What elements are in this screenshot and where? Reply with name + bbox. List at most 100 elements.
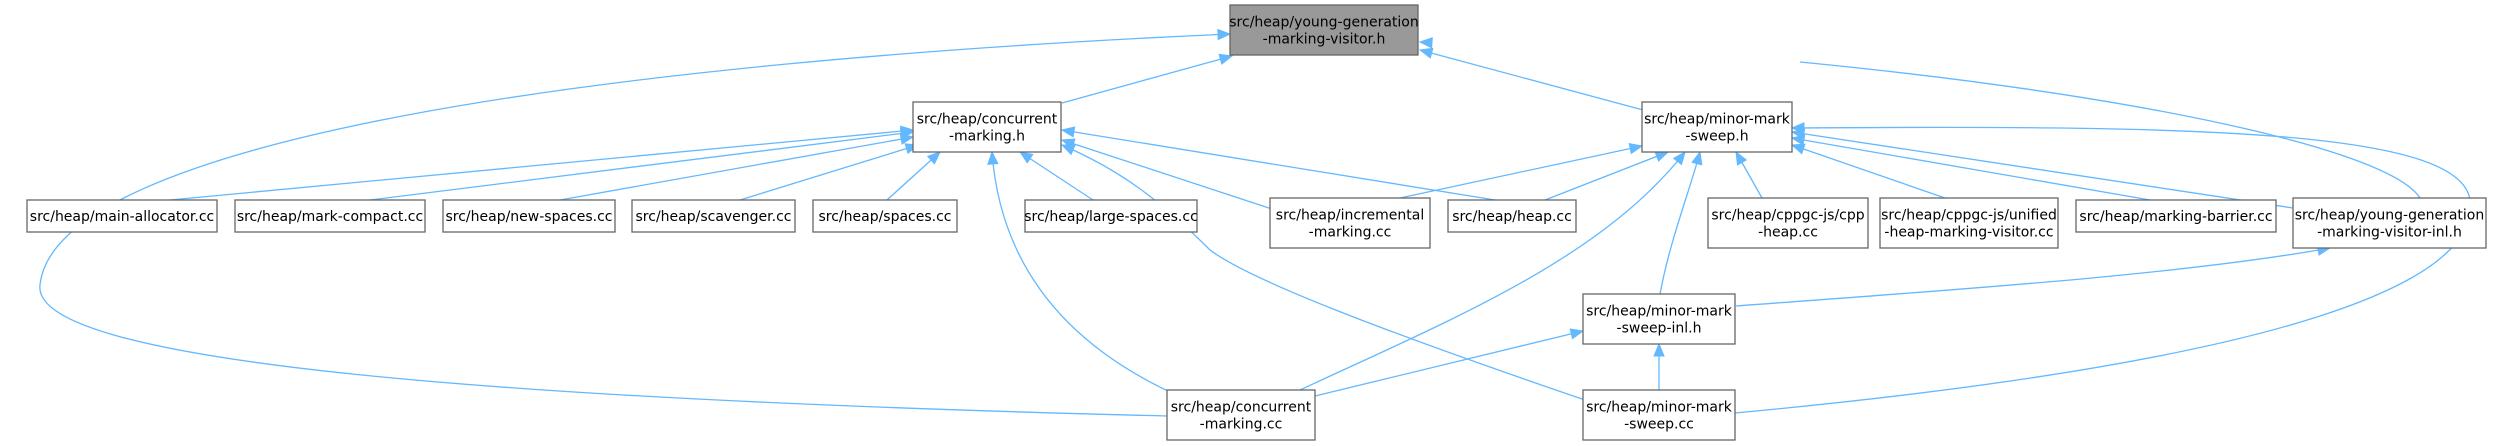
node-large-spaces[interactable]: src/heap/large-spaces.cc [1024,199,1198,233]
node-concurrent-cc[interactable]: src/heap/concurrent-marking.cc [1166,389,1316,441]
node-minor-inl[interactable]: src/heap/minor-mark-sweep-inl.h [1582,293,1736,345]
edge-arrowhead [1418,37,1433,49]
nodes-layer: src/heap/young-generation-marking-visito… [26,4,2487,441]
node-cpp-heap[interactable]: src/heap/cppgc-js/cpp-heap.cc [1707,197,1869,249]
node-box [1229,4,1419,56]
edge-line [991,151,1171,393]
edge-line [1799,61,2421,199]
node-box[interactable] [1582,389,1736,441]
node-label: src/heap/minor-mark [1644,112,1791,128]
edge-arrowhead [1790,143,1806,155]
node-minor-cc[interactable]: src/heap/minor-mark-sweep.cc [1582,389,1736,441]
node-box[interactable] [2292,197,2487,249]
edge-ygmv_inl-to-minor_h [1790,128,2294,209]
node-label: src/heap/large-spaces.cc [1024,209,1198,225]
node-heap-cc[interactable]: src/heap/heap.cc [1447,199,1577,233]
node-box[interactable] [912,101,1062,153]
edge-line [1314,330,1584,397]
node-minor-h[interactable]: src/heap/minor-mark-sweep.h [1641,101,1793,153]
edge-arrowhead [987,150,999,165]
edge-arrowhead [1735,150,1748,166]
node-label: -marking.cc [1200,417,1283,433]
edge-line [1061,144,1586,401]
node-label: -heap.cc [1758,225,1818,241]
edge-marking_barrier-to-minor_h [1790,134,2151,201]
edge-line [1791,144,1946,199]
node-box[interactable] [1447,199,1577,233]
edge-line [1061,139,1276,211]
edge-heap_cc-to-minor_h [1544,151,1670,201]
node-box[interactable] [812,199,958,233]
node-label: src/heap/main-allocator.cc [30,209,214,225]
node-label: src/heap/young-generation [2295,208,2485,224]
node-main-alloc[interactable]: src/heap/main-allocator.cc [26,199,218,233]
node-label: -marking-visitor-inl.h [2317,225,2462,241]
edge-minor_inl-to-ygmv_inl [1735,244,2332,307]
edge-line [369,131,914,201]
edge-concurrent_cc-to-root [39,28,1232,417]
edge-line [1791,131,2294,209]
node-mark-compact[interactable]: src/heap/mark-compact.cc [234,199,426,233]
node-scavenger[interactable]: src/heap/scavenger.cc [631,199,796,233]
edge-concurrent_cc-to-minor_inl [1314,328,1585,397]
edge-line [1299,151,1686,391]
edge-arrowhead [1018,151,1034,164]
edge-line [559,136,914,201]
node-box[interactable] [1641,101,1793,153]
node-label: src/heap/incremental [1276,208,1424,224]
edge-minor_h-to-root [1418,47,1644,111]
node-ygmv-inl[interactable]: src/heap/young-generation-marking-visito… [2292,197,2487,249]
edge-arrowhead [1569,328,1585,340]
edge-incremental-to-minor_h [1399,143,1644,199]
node-box[interactable] [442,199,616,233]
edge-line [1544,151,1669,201]
node-box[interactable] [1582,293,1736,345]
edge-main_alloc-to-concurrent_h [169,125,915,201]
edge-arrowhead [1790,122,1805,134]
node-unified[interactable]: src/heap/cppgc-js/unified-heap-marking-v… [1879,197,2059,249]
node-box[interactable] [1879,197,2059,249]
node-box[interactable] [1166,389,1316,441]
edge-line [1659,151,1701,295]
node-incremental[interactable]: src/heap/incremental-marking.cc [1269,197,1431,249]
node-label: src/heap/mark-compact.cc [237,209,423,225]
node-box[interactable] [26,199,218,233]
node-label: src/heap/minor-mark [1586,400,1733,416]
node-marking-barrier[interactable]: src/heap/marking-barrier.cc [2075,199,2277,233]
node-new-spaces[interactable]: src/heap/new-spaces.cc [442,199,616,233]
edge-line [1019,151,1094,201]
node-label: -marking.h [949,129,1025,145]
edge-large_spaces-to-concurrent_h [1018,151,1094,201]
node-label: src/heap/marking-barrier.cc [2079,209,2272,225]
edge-cpp_heap-to-minor_h [1735,150,1763,199]
edge-line [1734,126,2472,414]
node-label: src/heap/concurrent [917,112,1058,128]
node-box[interactable] [1269,197,1431,249]
edge-arrowhead [1653,342,1665,357]
edge-line [1061,55,1233,104]
edge-arrowhead [1628,143,1644,155]
node-label: src/heap/scavenger.cc [636,209,792,225]
edge-spaces-to-concurrent_h [886,151,941,201]
node-box[interactable] [234,199,426,233]
node-label: -sweep.cc [1624,417,1694,433]
edge-arrowhead [899,133,915,145]
edge-line [1791,137,2151,201]
edge-arrowhead [926,151,941,165]
edge-arrowhead [1654,151,1670,162]
node-concurrent-h[interactable]: src/heap/concurrent-marking.h [912,101,1062,153]
node-spaces[interactable]: src/heap/spaces.cc [812,199,958,233]
node-box[interactable] [1707,197,1869,249]
node-label: src/heap/young-generation [1229,15,1419,31]
edge-arrowhead [1672,150,1686,166]
node-label: -marking-visitor.h [1263,32,1386,48]
node-box[interactable] [631,199,796,233]
node-box[interactable] [1024,199,1198,233]
edge-minor_cc-to-minor_h [1734,122,2472,414]
edge-line [1399,145,1643,199]
node-label: -marking.cc [1309,225,1392,241]
node-label: src/heap/spaces.cc [818,209,951,225]
node-box[interactable] [2075,199,2277,233]
